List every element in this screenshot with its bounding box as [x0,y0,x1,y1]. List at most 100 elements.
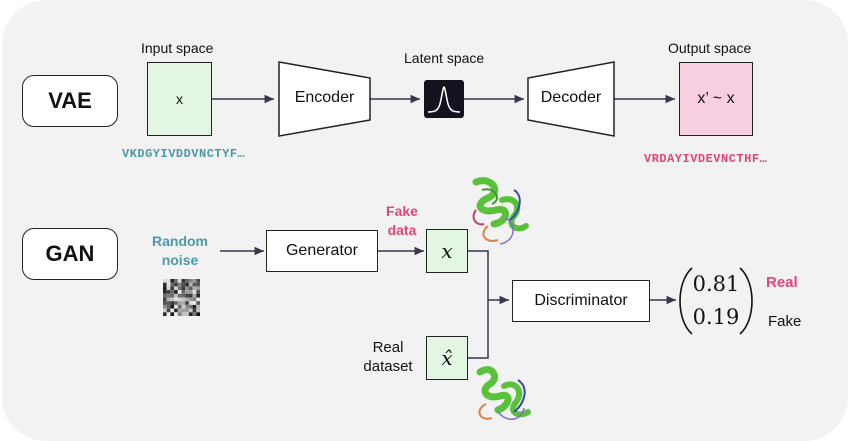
noise-pixel [185,290,189,294]
fake-data-box: x [426,229,468,273]
noise-pixel [170,279,175,283]
noise-pixel [163,301,167,305]
noise-pixel [188,301,193,305]
latent-space-label: Latent space [404,50,485,66]
noise-pixel [196,308,200,313]
noise-pixel [185,297,189,302]
noise-pixel [174,279,178,283]
noise-pixel [192,286,197,291]
output-space-box: x’ ~ x [679,62,753,136]
noise-pixel [177,312,182,316]
noise-pixel [188,308,193,313]
noise-pixel [166,312,171,316]
noise-pixel [185,279,189,283]
noise-pixel [192,293,197,298]
protein-structure-bottom [476,366,531,420]
noise-pixel [185,293,189,298]
noise-pixel [192,308,197,313]
fake-data-label-line-2: data [387,222,417,238]
noise-pixel [188,282,193,287]
noise-pixel [166,293,171,298]
noise-pixel [174,290,178,294]
random-noise-label: Random noise [142,232,218,270]
connector-fake-to-join [468,250,489,300]
input-sequence: VKDGYIVDDVNCTYF… [122,147,246,161]
noise-pixel [196,297,200,302]
real-dataset-label: Real dataset [359,338,417,376]
noise-pixel [185,286,189,291]
decoder-shape [527,61,615,137]
noise-pixel [177,282,182,287]
generator-box: Generator [266,230,378,272]
noise-pixel [174,304,178,309]
noise-pixel [163,297,167,302]
score-vector: 0.81 0.19 [692,268,740,334]
noise-pixel [174,286,178,291]
noise-pixel [196,293,200,298]
noise-pixel [185,312,189,316]
noise-pixel [196,279,200,283]
input-symbol: x [176,91,183,107]
noise-pixel [170,297,175,302]
random-noise-label-line-1: Random [152,233,208,249]
noise-pixel [177,279,182,283]
encoder-label: Encoder [294,89,355,106]
noise-pixel [163,293,167,298]
noise-pixel [181,286,186,291]
noise-pixel [170,286,175,291]
noise-pixel [181,308,186,313]
real-dataset-label-line-2: dataset [363,358,413,375]
real-dataset-label-line-1: Real [372,339,404,356]
noise-pixel [181,282,186,287]
input-space-box: x [147,62,212,136]
noise-pixel [177,308,182,313]
noise-pixel [188,297,193,302]
noise-pixel [166,301,171,305]
encoder-shape [278,61,371,137]
noise-pixel [181,279,186,283]
noise-pixel [181,312,186,316]
noise-pixel [177,286,182,291]
random-noise-label-line-2: noise [161,252,199,268]
output-space-label: Output space [668,40,752,56]
noise-pixel [196,301,200,305]
noise-pixel [166,297,171,302]
noise-pixel [166,282,171,287]
noise-pixel [170,301,175,305]
noise-pixel [196,286,200,291]
noise-pixel [163,282,167,287]
noise-pixel [188,290,193,294]
noise-pixel [192,290,197,294]
noise-pixel [177,290,182,294]
noise-pixel [163,308,167,313]
noise-pixel [174,308,178,313]
noise-pixel [177,297,182,302]
fake-output-label: Fake [768,313,802,330]
noise-pixel [174,297,178,302]
noise-pixel [170,312,175,316]
noise-pixel [181,290,186,294]
noise-pixel [192,304,197,309]
noise-pixel [181,293,186,298]
noise-pixel [166,279,171,283]
noise-pixel [196,290,200,294]
noise-pixel [196,282,200,287]
noise-pixel [174,282,178,287]
score-fake: 0.19 [692,305,740,329]
right-paren [739,267,753,335]
real-data-box: x̂ [426,336,468,380]
noise-pixel [185,282,189,287]
noise-pixel [170,293,175,298]
noise-pixel [163,286,167,291]
gaussian-curve-icon [427,86,461,113]
noise-pixel [192,282,197,287]
noise-pixel [181,297,186,302]
real-symbol: x̂ [441,346,453,370]
noise-pixel [163,279,167,283]
real-output-label: Real [766,274,798,291]
noise-pixel [166,308,171,313]
decoder-label: Decoder [540,89,602,106]
noise-pixel [185,301,189,305]
generator-label: Generator [285,242,359,259]
latent-space-box [424,80,464,118]
